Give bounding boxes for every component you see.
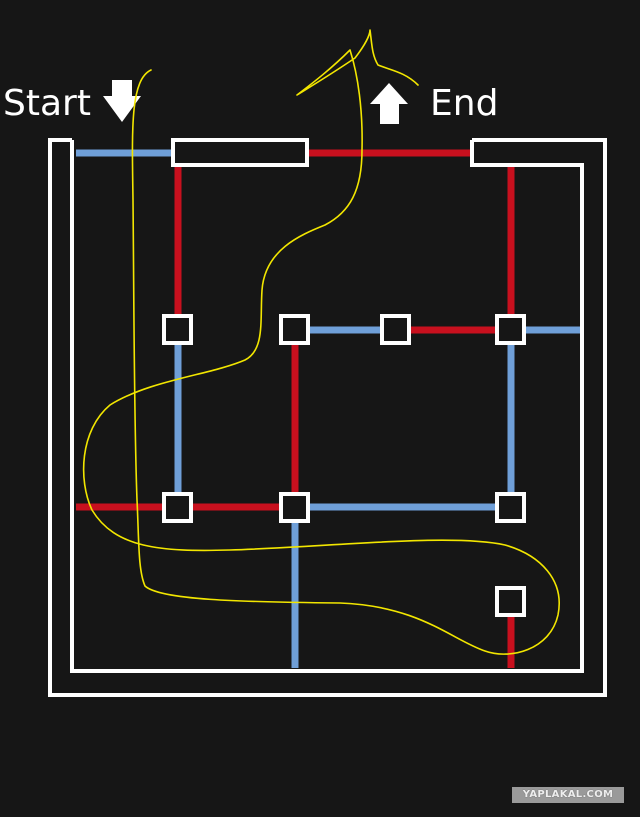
node-layer — [162, 314, 526, 617]
node-r2-c2[interactable] — [279, 314, 310, 345]
node-r2-c1[interactable] — [162, 314, 193, 345]
node-r3-c1[interactable] — [162, 492, 193, 523]
node-r2-c4[interactable] — [495, 314, 526, 345]
maze-wall-top-bar — [171, 138, 309, 167]
node-r3-c4[interactable] — [495, 492, 526, 523]
maze-wall-outer — [48, 138, 607, 697]
end-label: End — [430, 83, 499, 124]
node-r3-c2[interactable] — [279, 492, 310, 523]
solution-path — [82, 29, 560, 655]
maze-wall-top-right-cap — [470, 140, 490, 167]
watermark-badge: YAPLAKAL.COM — [512, 787, 624, 803]
start-label: Start — [3, 83, 91, 124]
node-r4-c4[interactable] — [495, 586, 526, 617]
node-r2-c3[interactable] — [380, 314, 411, 345]
maze-walls — [48, 138, 607, 697]
maze-wall-inner — [70, 140, 584, 673]
arrow-up-icon — [370, 83, 408, 124]
arrow-down-icon — [103, 80, 141, 122]
